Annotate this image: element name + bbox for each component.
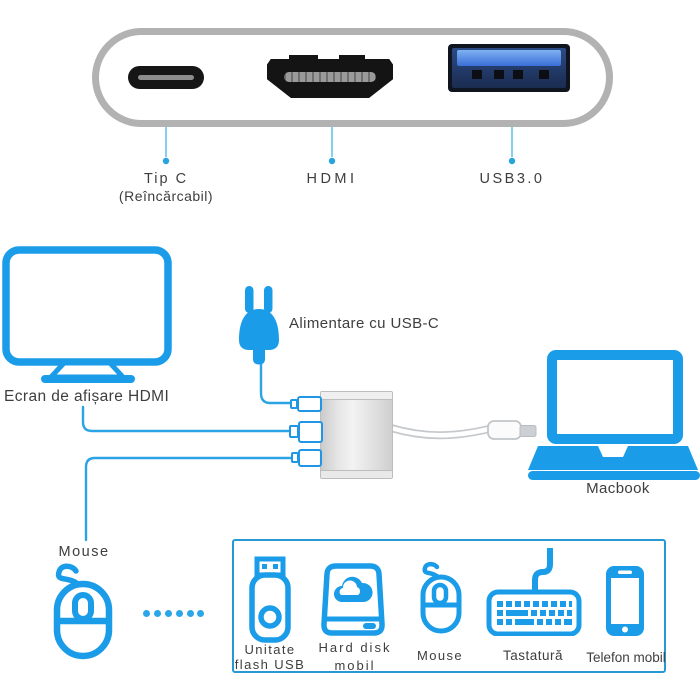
mouse-icon xyxy=(53,563,113,660)
peripheral-label: Hard disk xyxy=(318,640,392,655)
keyboard-icon xyxy=(486,548,582,636)
peripheral-label: Tastatură xyxy=(502,648,564,663)
port-label-tipc-sub: (Reîncărcabil) xyxy=(118,188,214,204)
peripheral-label: Unitate xyxy=(244,642,296,657)
usb-c-port-icon xyxy=(128,66,204,89)
display-label: Ecran de afișare HDMI xyxy=(4,388,170,405)
power-label: Alimentare cu USB-C xyxy=(289,315,440,332)
laptop-label: Macbook xyxy=(586,480,650,497)
usb-a-contact xyxy=(513,70,523,79)
peripheral-label: flash USB xyxy=(234,657,306,672)
mouse-label: Mouse xyxy=(58,544,110,560)
phone-icon xyxy=(606,566,644,636)
usb-a-port-icon xyxy=(448,44,570,92)
hdmi-port-icon xyxy=(267,59,393,98)
peripheral-label: Mouse xyxy=(416,648,464,663)
port-label-usb3: USB3.0 xyxy=(479,171,545,187)
peripheral-label: Telefon mobil xyxy=(586,650,666,665)
hub-adapter-edge xyxy=(321,392,392,400)
usb-c-plug-icon xyxy=(487,420,537,440)
hard-disk-icon xyxy=(321,563,385,636)
port-label-tipc: Tip C xyxy=(143,171,189,187)
connector-usb xyxy=(298,449,322,467)
hub-adapter xyxy=(320,391,393,479)
monitor-icon xyxy=(2,246,172,383)
connector-usbc xyxy=(297,396,322,412)
port-label-hdmi: HDMI xyxy=(306,171,358,187)
connector-hdmi-nub xyxy=(289,425,299,438)
usb-flash-drive-icon xyxy=(249,556,291,643)
usb-c-slot xyxy=(138,75,194,80)
power-plug-icon xyxy=(239,286,279,365)
connector-usb-nub xyxy=(291,452,299,463)
connector-usbc-nub xyxy=(290,399,298,409)
usb-a-contact xyxy=(472,70,482,79)
connector-hdmi xyxy=(298,421,323,443)
peripheral-label: mobil xyxy=(334,658,376,673)
hdmi-slot xyxy=(284,72,376,82)
hub-adapter-edge xyxy=(321,470,392,478)
usb-a-contact xyxy=(539,70,549,79)
usb-a-tongue xyxy=(457,50,561,66)
usb-a-contact xyxy=(494,70,504,79)
mouse-icon xyxy=(420,561,462,634)
macbook-icon xyxy=(528,350,700,480)
